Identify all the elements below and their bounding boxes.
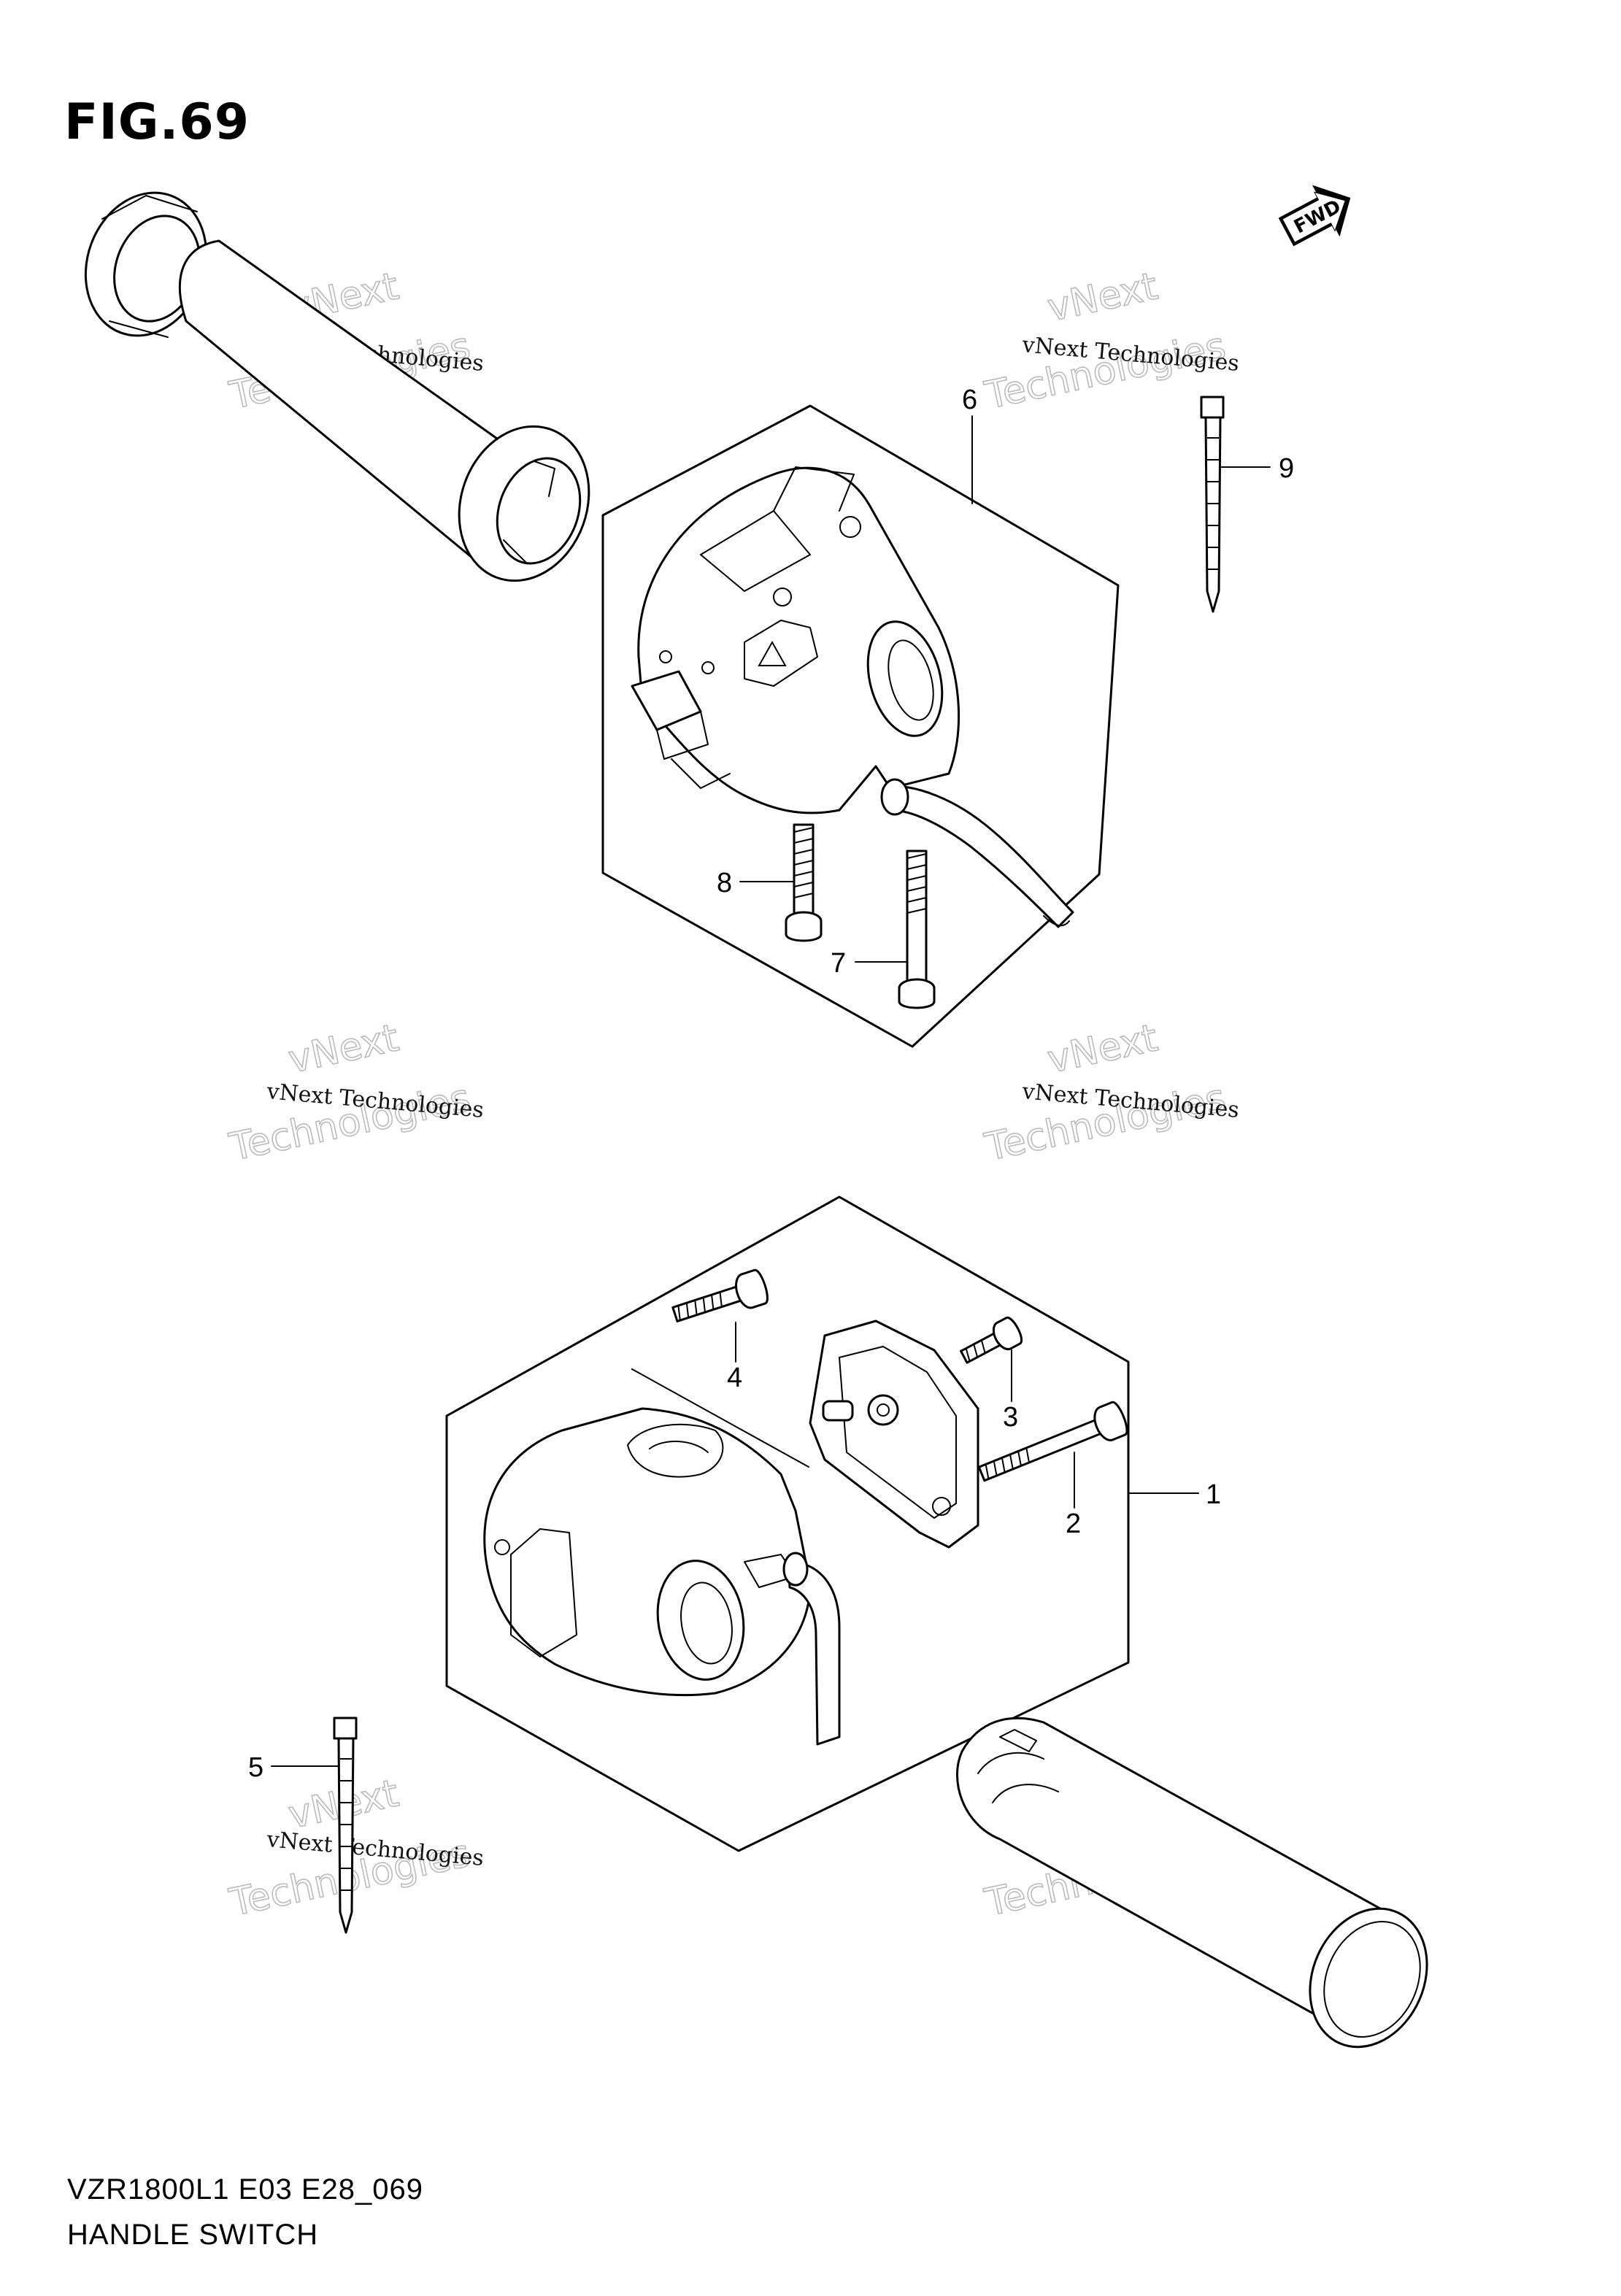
watermark-ghost-top: vNext xyxy=(285,1016,402,1082)
watermark-top-right: vNext Technologies vNext Technologies xyxy=(980,264,1240,419)
screw-2 xyxy=(977,1401,1128,1482)
cable-tie-9 xyxy=(1200,396,1225,613)
callout-9: 9 xyxy=(1279,453,1294,484)
throttle-bracket xyxy=(809,1320,979,1549)
lower-switch-box xyxy=(445,1195,1130,1852)
callout-4: 4 xyxy=(727,1363,742,1393)
model-code: VZR1800L1 E03 E28_069 xyxy=(67,2173,424,2206)
callout-3: 3 xyxy=(1003,1402,1018,1433)
right-throttle-grip xyxy=(956,1717,1428,2049)
part-name: HANDLE SWITCH xyxy=(67,2219,319,2251)
right-handle-switch-housing xyxy=(483,1407,812,1697)
leader-lines xyxy=(271,415,1271,1767)
figure-title: FIG.69 xyxy=(64,93,250,151)
screw-7 xyxy=(898,850,936,1009)
forward-arrow-icon: FWD xyxy=(1278,185,1351,247)
upper-switch-box xyxy=(601,404,1120,1048)
screw-8 xyxy=(785,823,823,942)
watermark-middle-left: vNext Technologies vNext Technologies xyxy=(225,1016,485,1171)
grip-end-weight xyxy=(84,191,208,338)
left-handlebar-grip xyxy=(178,239,590,582)
watermark-ghost-top: vNext xyxy=(1044,264,1161,330)
cable-tie-5 xyxy=(333,1717,358,1934)
watermark-middle-right: vNext Technologies vNext Technologies xyxy=(980,1016,1240,1171)
left-handle-switch-housing xyxy=(631,466,960,814)
callout-6: 6 xyxy=(962,385,977,415)
right-switch-wire-harness xyxy=(782,1552,841,1746)
callout-2: 2 xyxy=(1066,1509,1081,1539)
callout-5: 5 xyxy=(248,1752,263,1783)
callout-8: 8 xyxy=(717,868,732,898)
watermark-bottom-left: vNext Technologies vNext Technologies xyxy=(225,1771,485,1926)
screw-3 xyxy=(960,1317,1023,1364)
left-switch-wire-harness xyxy=(880,778,1074,928)
watermark-ghost-top: vNext xyxy=(1044,1016,1161,1082)
screw-4 xyxy=(671,1268,769,1322)
callout-labels: 6 9 8 7 4 3 2 1 5 xyxy=(248,385,1294,1783)
callout-1: 1 xyxy=(1206,1479,1221,1510)
callout-7: 7 xyxy=(831,948,846,979)
